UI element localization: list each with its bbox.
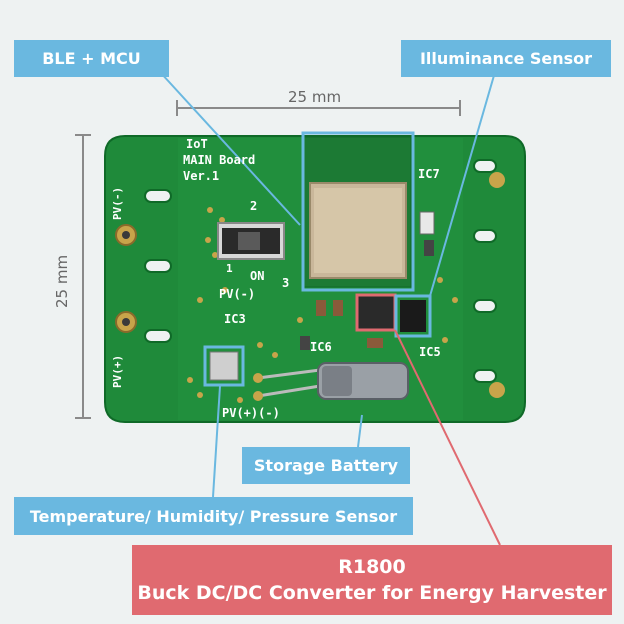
width-dimension-label: 25 mm bbox=[288, 88, 342, 106]
silk-switch-on: ON bbox=[250, 269, 264, 283]
silk-ic7: IC7 bbox=[418, 167, 440, 181]
storage-battery-callout: Storage Battery bbox=[242, 447, 410, 484]
r1800-title: R1800 bbox=[338, 556, 406, 578]
dimension-lines bbox=[75, 100, 461, 419]
silk-num-2: 2 bbox=[250, 199, 257, 213]
storage-battery-body bbox=[253, 362, 409, 401]
silk-ic5: IC5 bbox=[419, 345, 441, 359]
silk-pv-bottom: PV(+)(-) bbox=[222, 406, 280, 420]
illuminance-chip bbox=[400, 300, 426, 332]
gold-pads bbox=[115, 172, 505, 398]
smd-components bbox=[300, 211, 435, 350]
silk-board-name-1: IoT bbox=[186, 137, 208, 151]
silk-board-name-3: Ver.1 bbox=[183, 169, 219, 183]
silk-ic3: IC3 bbox=[224, 312, 246, 326]
silk-pv-minus-mid: PV(-) bbox=[219, 287, 255, 301]
silk-board-name-2: MAIN Board bbox=[183, 153, 255, 167]
r1800-callout: R1800 Buck DC/DC Converter for Energy Ha… bbox=[132, 545, 612, 615]
silk-pv-minus-left: PV(-) bbox=[111, 187, 124, 220]
temp-sensor-chip bbox=[209, 351, 239, 381]
leader-lines bbox=[159, 71, 501, 546]
mounting-slots bbox=[144, 159, 497, 383]
illuminance-callout: Illuminance Sensor bbox=[401, 40, 611, 77]
silk-pv-plus-left: PV(+) bbox=[111, 355, 124, 388]
height-dimension-label: 25 mm bbox=[53, 254, 71, 308]
ble-mcu-callout: BLE + MCU bbox=[14, 40, 169, 77]
temp-sensor-callout: Temperature/ Humidity/ Pressure Sensor bbox=[14, 497, 413, 535]
r1800-chip bbox=[355, 293, 397, 332]
silk-num-3: 3 bbox=[282, 276, 289, 290]
silk-num-1: 1 bbox=[226, 262, 233, 275]
silk-ic6: IC6 bbox=[310, 340, 332, 354]
vias bbox=[187, 207, 458, 403]
r1800-subtitle: Buck DC/DC Converter for Energy Harveste… bbox=[137, 582, 607, 604]
